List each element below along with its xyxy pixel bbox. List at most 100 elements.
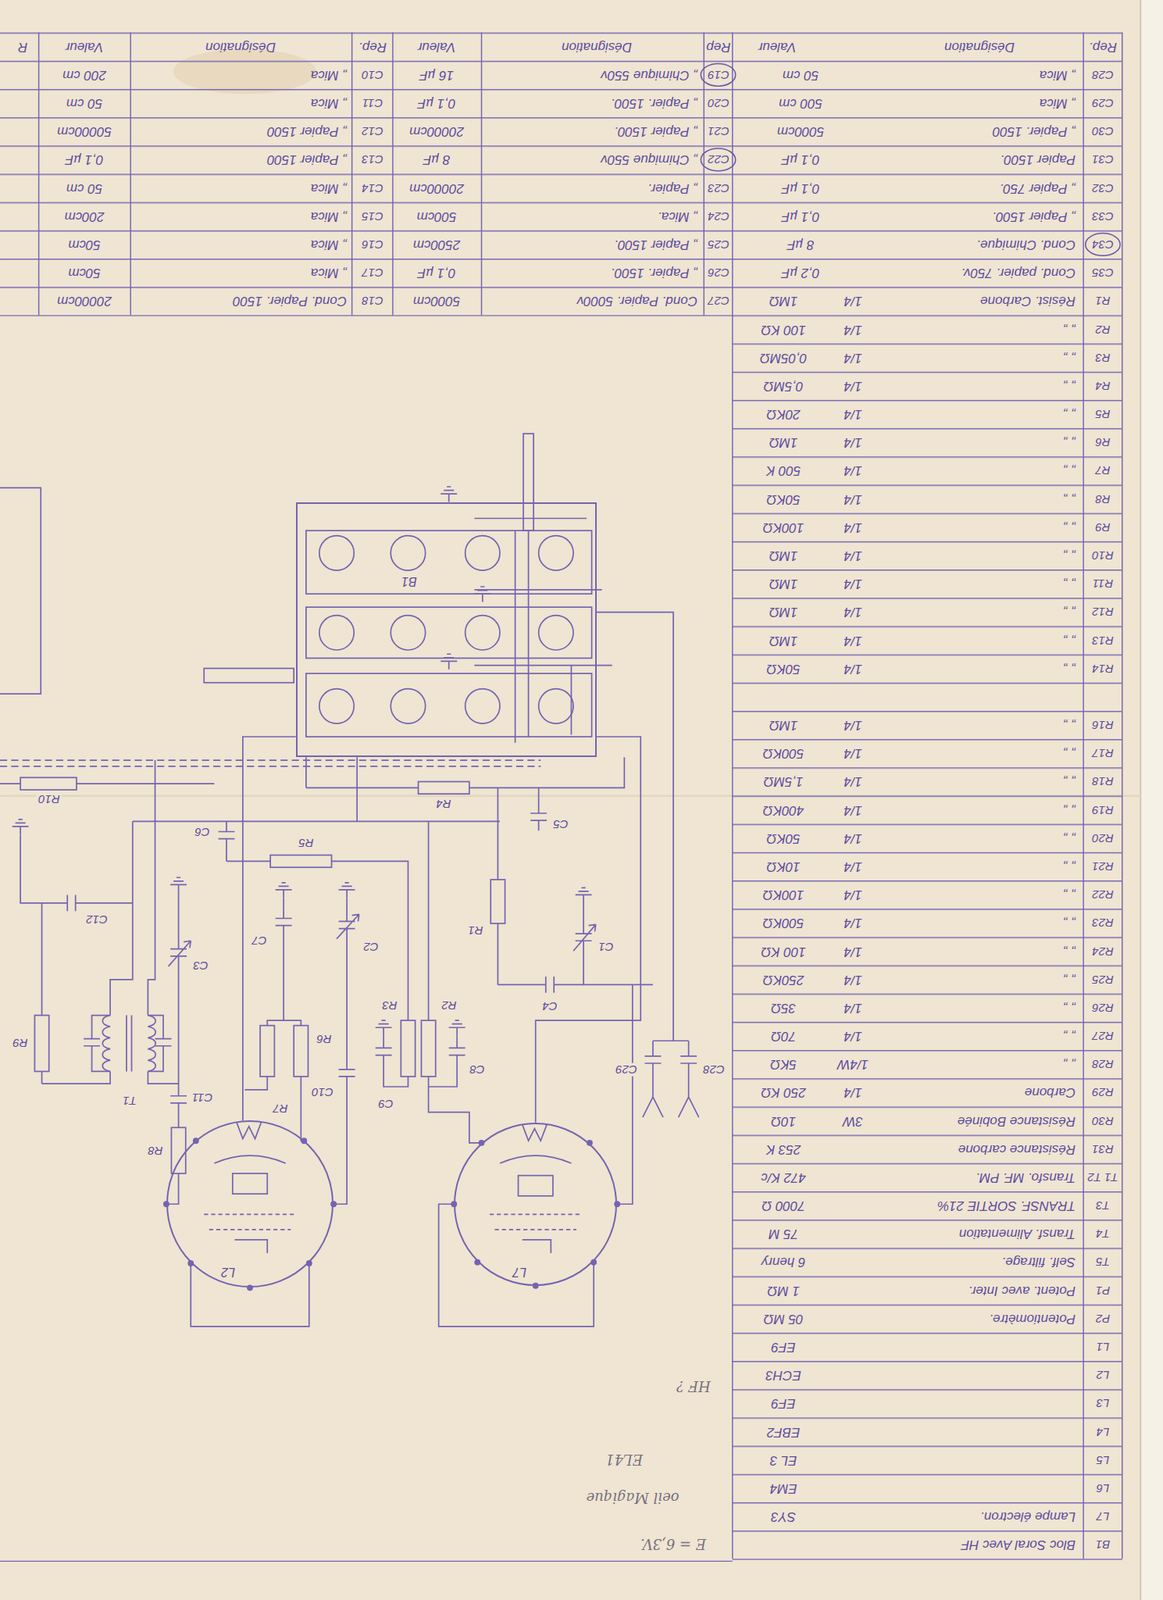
part-value: 0,1 µF [781, 152, 821, 168]
callout-label: C11 [189, 1091, 214, 1105]
part-ref: R27 [1091, 1028, 1114, 1042]
part-rating: 1/4 [843, 830, 863, 846]
part-designation: „ Mica [310, 264, 347, 281]
part-value: 50KΩ [767, 491, 801, 507]
part-ref: B1 [1095, 1537, 1110, 1552]
circuit-wiring [538, 688, 574, 724]
part-ref: P2 [1095, 1311, 1110, 1325]
part-value: 70Ω [770, 1027, 796, 1044]
circuit-wiring [428, 1035, 482, 1143]
part-ref: R1 [1095, 294, 1110, 308]
callout-label: C8 [468, 1062, 487, 1076]
part-designation: „ „ [1063, 886, 1076, 903]
part-rating: 1/4 [843, 406, 863, 422]
part-value: 1MΩ [769, 575, 799, 592]
part-ref: C12 [361, 124, 384, 139]
part-designation: „ Mica [310, 208, 347, 225]
part-designation: „ Papier. 1500. [611, 264, 699, 281]
part-ref: T1 T2 [1087, 1170, 1118, 1184]
part-value: 200 cm [63, 67, 108, 83]
circuit-wiring [0, 487, 41, 694]
table-grid [700, 64, 735, 87]
part-value: 250 KΩ [760, 1084, 806, 1101]
part-designation: „ Papier 1500. [614, 236, 699, 253]
tube-pin [306, 1259, 313, 1267]
part-value: 50cm [68, 264, 102, 281]
circuit-wiring [34, 1015, 49, 1072]
part-rating: 1/4 [843, 519, 863, 536]
circuit-wiring [203, 1213, 297, 1230]
part-ref: C15 [361, 209, 384, 223]
part-ref: C16 [361, 237, 384, 251]
part-designation: „ Mica [310, 180, 347, 197]
part-value: 6 henry [761, 1254, 807, 1271]
callout-label: C10 [310, 1084, 336, 1099]
circuit-wiring [575, 887, 593, 903]
part-value: 50 cm [66, 95, 103, 111]
part-value: 50KΩ [767, 660, 801, 677]
table-grid [0, 31, 1123, 316]
table-grid [1085, 233, 1121, 257]
table-header: Valeur [417, 39, 457, 55]
part-ref: T4 [1095, 1227, 1110, 1241]
circuit-wiring [319, 615, 354, 650]
callout-label: C2 [362, 939, 381, 953]
part-ref: C14 [361, 181, 384, 195]
part-rating: 1/4 [843, 858, 863, 875]
part-ref: R7 [1095, 463, 1110, 478]
part-ref: C32 [1091, 181, 1114, 195]
part-designation: Potent. avec Inter. [967, 1282, 1075, 1299]
callout-label: C4 [540, 998, 559, 1013]
part-rating: 1/4 [843, 632, 863, 649]
callout-label: R6 [315, 1031, 334, 1046]
circuit-wiring [214, 1155, 286, 1253]
part-ref: C25 [707, 237, 730, 251]
circuit-wiring [400, 1020, 415, 1077]
part-ref: R11 [1092, 576, 1114, 590]
part-value: 10Ω [770, 1113, 796, 1129]
part-rating: 1/4 [843, 321, 863, 338]
part-designation: „ „ [1063, 999, 1076, 1016]
part-designation: Résistance Bobinée [956, 1113, 1075, 1129]
part-ref: R14 [1091, 661, 1114, 675]
part-value: 50000cm [57, 123, 112, 140]
part-rating: 1/4 [843, 378, 863, 394]
part-designation: „ Mica [1038, 95, 1075, 111]
part-rating: 1/4 [843, 1084, 863, 1101]
part-ref: R24 [1091, 944, 1114, 958]
circuit-wiring [523, 433, 534, 531]
circuit-wiring [0, 433, 700, 1327]
part-ref: P1 [1095, 1283, 1110, 1297]
callout-label: C3 [192, 958, 211, 972]
part-ref: R30 [1091, 1113, 1114, 1128]
circuit-wiring [449, 1020, 466, 1036]
part-designation: Transf. Alimentation [958, 1226, 1075, 1242]
callout-label: R10 [36, 791, 62, 806]
circuit-wiring [440, 486, 457, 503]
part-ref: R3 [1095, 350, 1110, 364]
part-value: EM4 [770, 1480, 798, 1496]
tube-pin [187, 1259, 194, 1267]
callout-label: R3 [380, 998, 399, 1012]
callout-label: C29 [613, 1062, 639, 1076]
circuit-wiring [596, 612, 700, 1118]
part-designation: Potentiomètre. [988, 1310, 1076, 1327]
circuit-wiring [465, 615, 500, 650]
tube-pin [330, 1200, 337, 1207]
callout-label: T1 [121, 1094, 139, 1108]
circuit-wiring [293, 1025, 308, 1077]
part-value: 1MΩ [769, 547, 799, 564]
part-designation: „ Papier. 1500 [992, 123, 1076, 140]
circuit-wiring [147, 1015, 172, 1072]
circuit-wiring [306, 756, 625, 788]
circuit-wiring [226, 860, 408, 1021]
part-ref: L5 [1096, 1452, 1110, 1467]
part-rating: 1/4 [843, 915, 863, 932]
part-ref: R16 [1091, 717, 1114, 732]
part-ref: R5 [1095, 406, 1110, 421]
part-designation: „ „ [1063, 830, 1076, 846]
circuit-wiring [333, 1069, 355, 1204]
table-grid [732, 316, 1123, 1560]
